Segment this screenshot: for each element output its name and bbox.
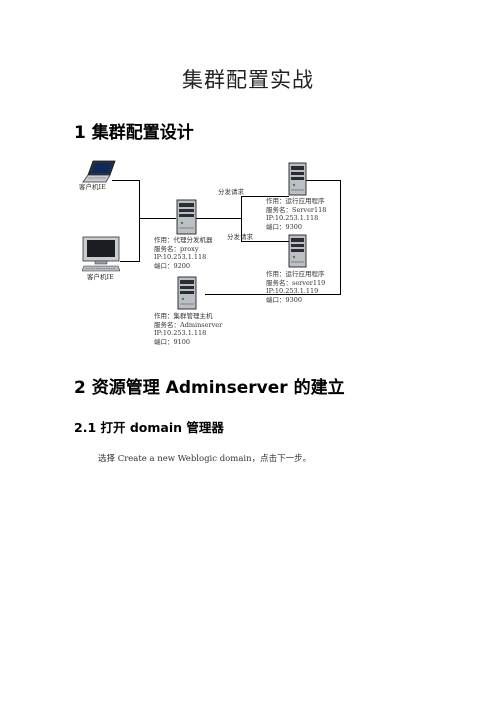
admin-ip: IP:10.253.1.118 xyxy=(154,329,207,338)
server119-caption: 作用：运行应用程序 服务名：server119 IP:10.253.1.119 … xyxy=(266,270,325,304)
proxy-service: 服务名：proxy xyxy=(154,244,199,253)
server119-port: 端口：9300 xyxy=(266,295,303,304)
server119-ip: IP:10.253.1.119 xyxy=(266,287,319,296)
server119-service: 服务名：server119 xyxy=(266,278,326,287)
client-desktop-label: 客户机IE xyxy=(87,273,114,281)
server119-icon xyxy=(288,234,307,268)
link-to-server119 xyxy=(241,241,289,242)
server119-role: 作用：运行应用程序 xyxy=(266,270,325,278)
link-desktop-hub xyxy=(120,261,140,262)
link-hub-proxy xyxy=(139,218,176,219)
link-admin-to-right xyxy=(205,294,341,295)
section-heading-adminserver: 2 资源管理 Adminserver 的建立 xyxy=(74,378,345,398)
proxy-port: 端口：9200 xyxy=(154,261,191,270)
admin-role: 作用：集群管理主机 xyxy=(154,312,213,320)
laptop-icon xyxy=(82,160,116,183)
proxy-role: 作用：代理分发机器 xyxy=(154,236,213,244)
body-paragraph: 选择 Create a new Weblogic domain，点击下一步。 xyxy=(98,454,312,464)
proxy-server-icon xyxy=(176,199,197,235)
link-server118-right xyxy=(305,180,340,181)
admin-server-icon xyxy=(177,276,197,310)
page-title: 集群配置实战 xyxy=(182,68,314,92)
subsection-heading-domain-manager: 2.1 打开 domain 管理器 xyxy=(74,420,224,435)
section-heading-cluster-design: 1 集群配置设计 xyxy=(74,123,194,143)
dispatch-label-lower: 分发请求 xyxy=(227,233,253,241)
link-right-vertical xyxy=(340,180,341,294)
proxy-caption: 作用：代理分发机器 服务名：proxy IP:10.253.1.118 端口：9… xyxy=(154,236,213,270)
link-laptop-hub xyxy=(112,180,139,181)
client-laptop-label: 客户机IE xyxy=(79,183,106,191)
server118-ip: IP:10.253.1.118 xyxy=(266,214,319,223)
link-proxy-right xyxy=(196,218,241,219)
desktop-computer-icon xyxy=(82,236,120,272)
server118-service: 服务名：Server118 xyxy=(266,205,327,214)
server118-role: 作用：运行应用程序 xyxy=(266,197,325,205)
link-dispatch-vertical xyxy=(241,196,242,241)
server118-caption: 作用：运行应用程序 服务名：Server118 IP:10.253.1.118 … xyxy=(266,197,326,231)
server118-icon xyxy=(288,162,307,196)
link-hub-vertical xyxy=(139,180,140,261)
proxy-ip: IP:10.253.1.118 xyxy=(154,253,207,262)
admin-caption: 作用：集群管理主机 服务名：Adminserver IP:10.253.1.11… xyxy=(154,312,222,346)
link-to-server118 xyxy=(241,196,289,197)
admin-service: 服务名：Adminserver xyxy=(154,320,223,329)
server118-port: 端口：9300 xyxy=(266,222,303,231)
admin-port: 端口：9100 xyxy=(154,337,191,346)
dispatch-label-upper: 分发请求 xyxy=(218,188,244,196)
